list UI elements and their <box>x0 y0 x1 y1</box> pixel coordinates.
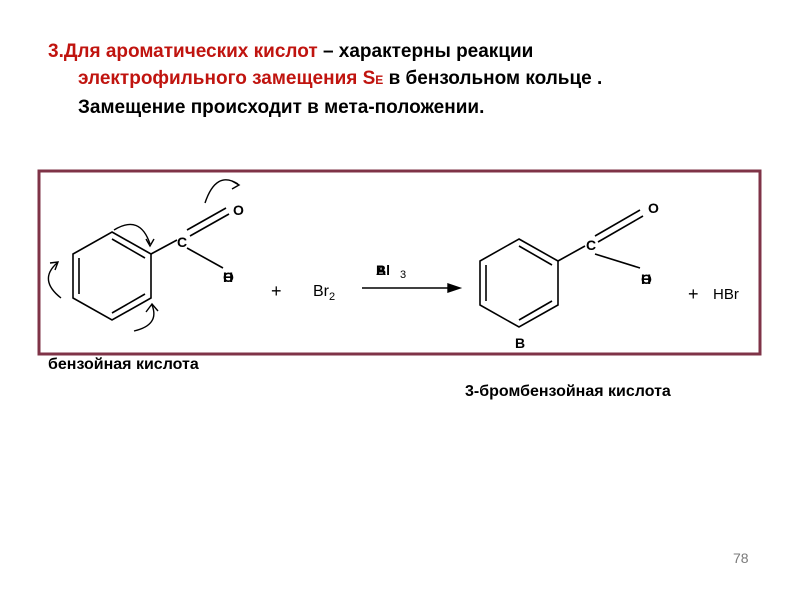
hbr-byproduct: HBr <box>713 286 739 303</box>
product-bromine-label: B <box>515 335 525 351</box>
scheme-frame <box>37 169 762 356</box>
bromine-reagent: Br2 <box>313 283 335 303</box>
bromobenzoic-acid-structure <box>479 209 644 328</box>
product-carbon-label: C <box>586 237 596 253</box>
product-hydrogen-overlap-label: H <box>641 271 651 287</box>
curved-arrow-icon <box>204 179 239 204</box>
benzoic-acid-structure <box>72 207 230 321</box>
page-number: 78 <box>733 550 749 566</box>
heading-line-3: Замещение происходит в мета-положении. <box>78 97 485 118</box>
product-oxygen-top-label: O <box>648 200 659 216</box>
heading-line-1: 3.Для ароматических кислот – характерны … <box>48 41 534 62</box>
reactant-oxygen-bottom-label: O <box>223 269 234 285</box>
plus-sign: + <box>688 284 699 304</box>
reactant-oxygen-top-label: O <box>233 202 244 218</box>
slide-heading: 3.Для ароматических кислот – характерны … <box>48 38 748 121</box>
product-oxygen-bottom-label: O <box>641 271 652 287</box>
reactant-carbon-label: C <box>177 234 187 250</box>
product-caption: 3-бромбензойная кислота <box>465 383 671 400</box>
plus-sign: + <box>271 281 282 301</box>
heading-line-2: электрофильного замещения SE в бензольно… <box>78 68 603 89</box>
catalyst-subscript: 3 <box>400 269 406 281</box>
curved-arrow-icon <box>113 223 151 245</box>
curved-arrow-icon <box>47 262 62 299</box>
reaction-arrow <box>362 283 463 293</box>
electron-shift-arrows <box>47 179 241 332</box>
reactant-hydrogen-overlap-label: H <box>223 269 233 285</box>
catalyst-label-a: Al <box>376 262 390 278</box>
curved-arrow-icon <box>133 304 155 332</box>
catalyst-label-b: B <box>376 262 386 278</box>
reactant-caption: бензойная кислота <box>48 356 199 373</box>
